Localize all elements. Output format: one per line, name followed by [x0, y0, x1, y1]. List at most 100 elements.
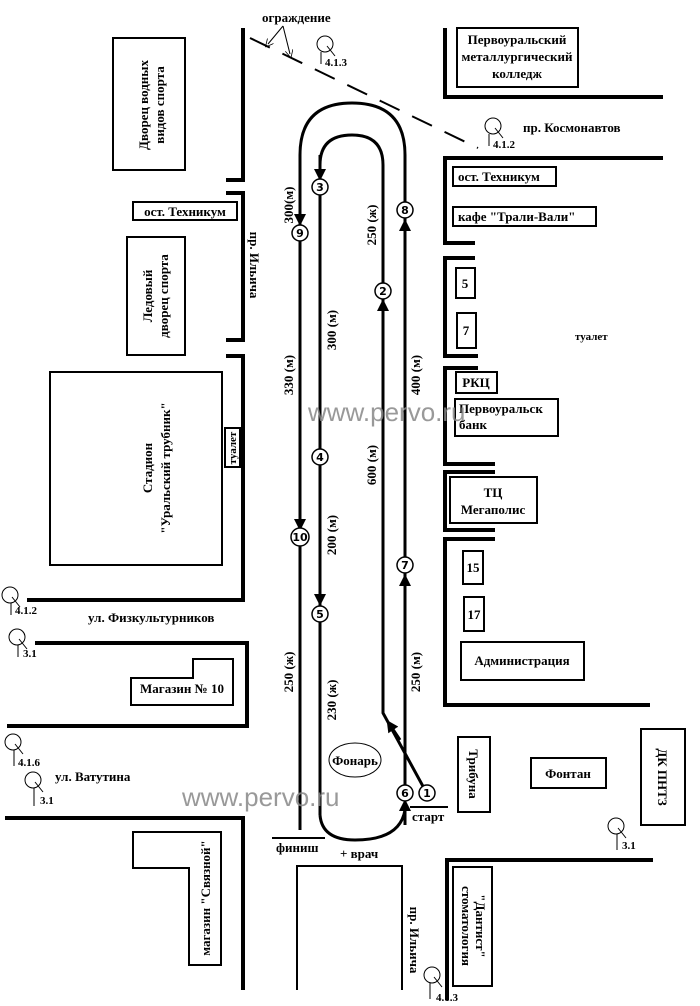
svg-text:4.1.3: 4.1.3: [325, 57, 348, 69]
svg-text:5: 5: [462, 276, 469, 291]
doctor-label: + врач: [340, 846, 378, 861]
svg-text:7: 7: [401, 559, 409, 572]
svg-text:Мегаполис: Мегаполис: [461, 502, 526, 517]
toilet-right: туалет: [575, 331, 608, 343]
street-ilicha-bottom: пр. Ильича: [407, 907, 422, 974]
bus-stop-left: [132, 201, 238, 221]
road-sign-icon: 4.1.3: [316, 35, 348, 69]
building-aquatics: [112, 37, 186, 171]
fence-arrow: [268, 25, 284, 44]
svg-text:банк: банк: [459, 417, 487, 432]
route-track: [294, 101, 427, 842]
building-dentist: [452, 866, 493, 987]
street-kosmonavtov: пр. Космонавтов: [523, 120, 621, 135]
road-sign-icon: 3.1: [24, 771, 54, 807]
svg-text:250 (м): 250 (м): [408, 652, 423, 692]
street-ilicha-top: пр. Ильича: [247, 232, 262, 299]
checkpoint-7: 7: [396, 556, 414, 574]
toilet-left: [224, 427, 241, 468]
svg-text:17: 17: [468, 607, 482, 622]
svg-text:Ледовый: Ледовый: [140, 269, 155, 322]
road-sign-icon: 4.1.3: [423, 966, 459, 1004]
svg-text:магазин "Связной": магазин "Связной": [198, 840, 213, 956]
svg-text:Магазин № 10: Магазин № 10: [140, 681, 224, 696]
svg-text:РКЦ: РКЦ: [462, 375, 489, 390]
svg-text:3: 3: [316, 181, 324, 194]
fence-label: ограждение: [262, 10, 331, 25]
svg-text:10: 10: [292, 531, 308, 544]
svg-text:250 (ж): 250 (ж): [281, 652, 296, 693]
road-sign-icon: 3.1: [8, 628, 37, 660]
svg-text:300 (м): 300 (м): [324, 310, 339, 350]
svg-text:Трибуна: Трибуна: [466, 749, 481, 799]
svg-text:ост. Техникум: ост. Техникум: [144, 204, 226, 219]
svg-text:ТЦ: ТЦ: [484, 485, 503, 500]
svg-text:1: 1: [423, 787, 431, 800]
checkpoint-6: 6: [396, 784, 414, 802]
svg-text:3.1: 3.1: [40, 795, 54, 807]
svg-text:ДК ПНТЗ: ДК ПНТЗ: [655, 748, 670, 806]
svg-text:3.1: 3.1: [23, 648, 37, 660]
road-sign-icon: 3.1: [607, 817, 636, 852]
svg-text:2: 2: [379, 285, 387, 298]
svg-text:дворец спорта: дворец спорта: [156, 254, 171, 338]
road-sign-icon: 4.1.2: [1, 586, 38, 617]
road-sign-icon: 4.1.2: [484, 117, 516, 151]
finish-label: финиш: [276, 840, 318, 855]
building-bank: [454, 398, 559, 437]
checkpoint-markers: 1 2 3 4 5 6 7 8 9 10: [290, 178, 436, 802]
svg-text:400 (м): 400 (м): [408, 355, 423, 395]
traffic-signs: 4.1.3 4.1.2 4.1.2 3.1 4.1.6 3.1 3.1 4.1.…: [1, 35, 636, 1004]
svg-text:кафе "Трали-Вали": кафе "Трали-Вали": [458, 209, 575, 224]
svg-text:4.1.6: 4.1.6: [18, 757, 41, 769]
building-shop-10: [130, 658, 234, 706]
checkpoint-9: 9: [291, 224, 309, 242]
building-stadium: [49, 371, 223, 566]
checkpoint-3: 3: [311, 178, 329, 196]
svg-text:туалет: туалет: [227, 431, 239, 464]
fence-arrow: [282, 25, 290, 54]
building-svyaznoy: [132, 831, 222, 966]
svg-text:4.1.2: 4.1.2: [15, 605, 38, 617]
svg-text:230 (ж): 230 (ж): [324, 680, 339, 721]
building-college: [456, 27, 579, 88]
svg-text:Стадион: Стадион: [140, 442, 155, 493]
building-ice-palace: [126, 236, 186, 356]
buildings: Дворец водных видов спорта ост. Техникум…: [49, 27, 686, 987]
bus-stop-right: [452, 166, 557, 187]
svg-text:ост. Техникум: ост. Техникум: [458, 169, 540, 184]
svg-text:4.1.3: 4.1.3: [436, 992, 459, 1004]
svg-text:9: 9: [296, 227, 304, 240]
svg-text:Первоуральск: Первоуральск: [459, 401, 543, 416]
svg-text:6: 6: [401, 787, 409, 800]
svg-text:300(м): 300(м): [281, 186, 296, 223]
svg-text:Первоуральский: Первоуральский: [468, 32, 567, 47]
checkpoint-5: 5: [311, 605, 329, 623]
svg-text:330 (м): 330 (м): [281, 355, 296, 395]
svg-text:3.1: 3.1: [622, 840, 636, 852]
building-megapolis: [449, 476, 538, 524]
watermark: www.pervo.ru: [181, 782, 340, 812]
svg-text:8: 8: [401, 204, 409, 217]
svg-text:стоматология: стоматология: [459, 886, 474, 966]
svg-text:4.1.2: 4.1.2: [493, 139, 516, 151]
road-sign-icon: 4.1.6: [4, 733, 41, 769]
svg-text:видов спорта: видов спорта: [152, 66, 167, 144]
checkpoint-2: 2: [374, 282, 392, 300]
checkpoint-8: 8: [396, 201, 414, 219]
svg-text:металлургический: металлургический: [462, 49, 574, 64]
svg-text:Фонтан: Фонтан: [545, 766, 591, 781]
building-rkc: [455, 371, 498, 394]
svg-text:"Уральский трубник": "Уральский трубник": [158, 402, 173, 533]
svg-text:600 (м): 600 (м): [364, 445, 379, 485]
distance-labels: 300(м) 250 (ж) 300 (м) 400 (м) 330 (м) 6…: [281, 186, 423, 720]
svg-text:"Дантист": "Дантист": [473, 894, 488, 957]
street-fizkultnikov: ул. Физкультурников: [88, 610, 214, 625]
lamp-post: [328, 742, 382, 778]
start-label: старт: [412, 809, 445, 824]
checkpoint-4: 4: [311, 448, 329, 466]
building-administration: [460, 641, 585, 681]
svg-text:200 (м): 200 (м): [324, 515, 339, 555]
svg-text:Администрация: Администрация: [474, 653, 569, 668]
